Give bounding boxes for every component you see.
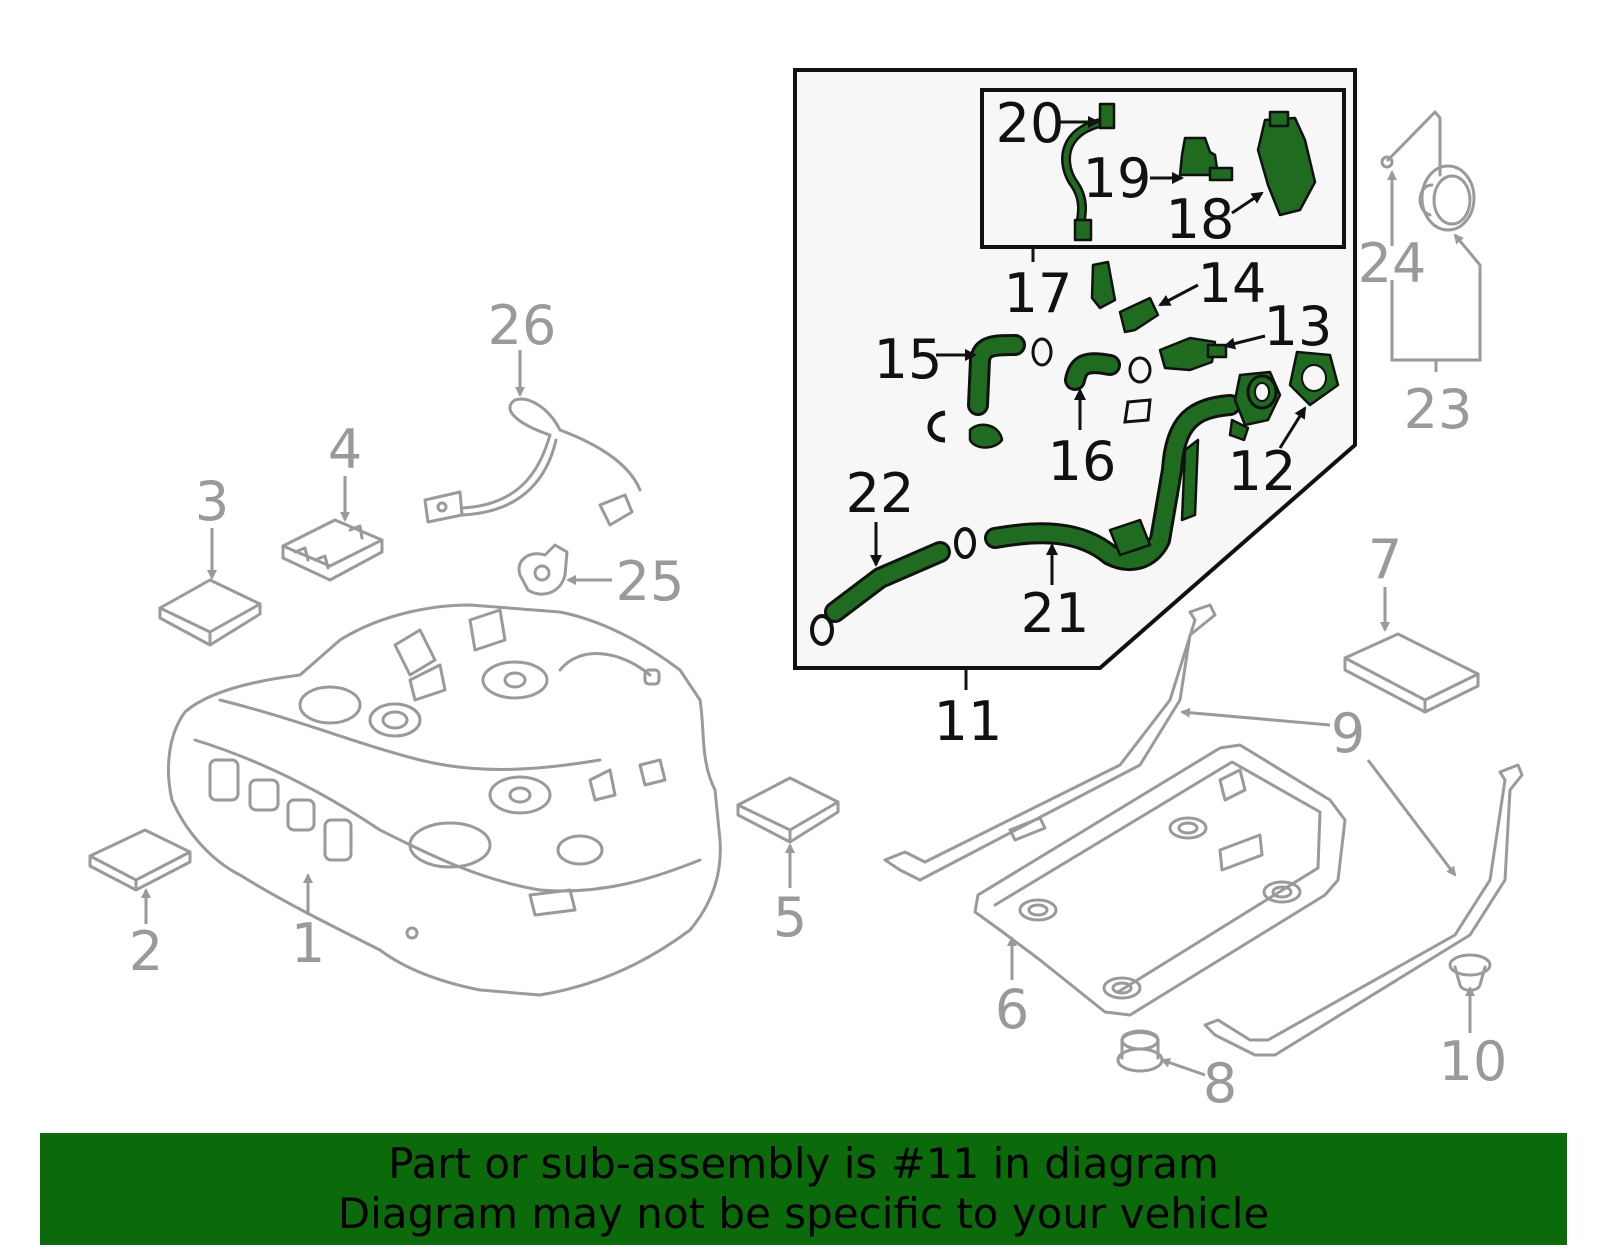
part-12-gasket[interactable] xyxy=(1288,350,1340,407)
filler-pipe-assembly[interactable] xyxy=(810,370,1282,646)
part-10-grommet[interactable] xyxy=(1448,953,1492,992)
callout-3: 3 xyxy=(195,470,229,533)
part-16-elbow[interactable] xyxy=(1064,352,1152,424)
part-7-pad[interactable] xyxy=(1343,632,1480,714)
callout-11: 11 xyxy=(934,690,1003,753)
part-18-module[interactable] xyxy=(1256,110,1317,217)
part-6-shield[interactable] xyxy=(973,743,1347,1017)
part-13-valve[interactable] xyxy=(1158,336,1228,372)
callout-17: 17 xyxy=(1004,262,1073,325)
callout-21: 21 xyxy=(1021,582,1090,645)
part-9-strap-left[interactable] xyxy=(883,603,1217,882)
part-8-grommet[interactable] xyxy=(1116,1029,1164,1073)
banner-line-1: Part or sub-assembly is #11 in diagram xyxy=(388,1139,1219,1188)
callout-9: 9 xyxy=(1331,702,1365,765)
info-banner: Part or sub-assembly is #11 in diagram D… xyxy=(40,1133,1567,1245)
part-3-pad[interactable] xyxy=(158,578,262,647)
part-23-fuel-door[interactable] xyxy=(1418,164,1476,232)
callout-18: 18 xyxy=(1166,188,1235,251)
callout-7: 7 xyxy=(1368,528,1402,591)
part-26-wire-harness[interactable] xyxy=(423,397,642,527)
part-25-bracket[interactable] xyxy=(517,543,569,596)
callout-25: 25 xyxy=(616,550,685,613)
black-leaders xyxy=(870,116,1307,585)
callout-22: 22 xyxy=(846,462,915,525)
callout-14: 14 xyxy=(1198,252,1267,315)
callout-20: 20 xyxy=(996,92,1065,155)
callout-23: 23 xyxy=(1404,378,1473,441)
callout-12: 12 xyxy=(1228,440,1297,503)
callout-5: 5 xyxy=(773,886,807,949)
callout-26: 26 xyxy=(488,294,557,357)
gray-leaders xyxy=(141,170,1482,1077)
part-24-rod[interactable] xyxy=(1380,110,1442,177)
callout-1: 1 xyxy=(291,912,325,975)
callout-2: 2 xyxy=(129,920,163,983)
callout-labels: 1 2 3 4 5 6 7 8 9 10 11 12 13 14 15 16 1… xyxy=(129,92,1508,1115)
banner-line-2: Diagram may not be specific to your vehi… xyxy=(337,1189,1270,1238)
part-1-fuel-tank[interactable] xyxy=(167,603,722,997)
callout-15: 15 xyxy=(874,328,943,391)
part-14-clip[interactable] xyxy=(1090,260,1117,310)
callout-4: 4 xyxy=(328,418,362,481)
callout-10: 10 xyxy=(1439,1030,1508,1093)
part-14-bracket[interactable] xyxy=(1118,296,1160,334)
callout-13: 13 xyxy=(1264,295,1333,358)
part-5-pad[interactable] xyxy=(736,776,840,844)
parts-diagram: 1 2 3 4 5 6 7 8 9 10 11 12 13 14 15 16 1… xyxy=(88,68,1524,1115)
part-9-strap-right[interactable] xyxy=(1203,763,1524,1057)
callout-6: 6 xyxy=(995,978,1029,1041)
callout-8: 8 xyxy=(1203,1052,1237,1115)
part-15-hose[interactable] xyxy=(927,334,1053,449)
callout-19: 19 xyxy=(1083,147,1152,210)
part-4-pad[interactable] xyxy=(281,518,384,582)
part-2-pad[interactable] xyxy=(88,828,192,892)
part-19-sensor[interactable] xyxy=(1178,136,1234,182)
part-20-harness[interactable] xyxy=(1061,102,1116,242)
callout-24: 24 xyxy=(1358,232,1427,295)
callout-16: 16 xyxy=(1048,430,1117,493)
